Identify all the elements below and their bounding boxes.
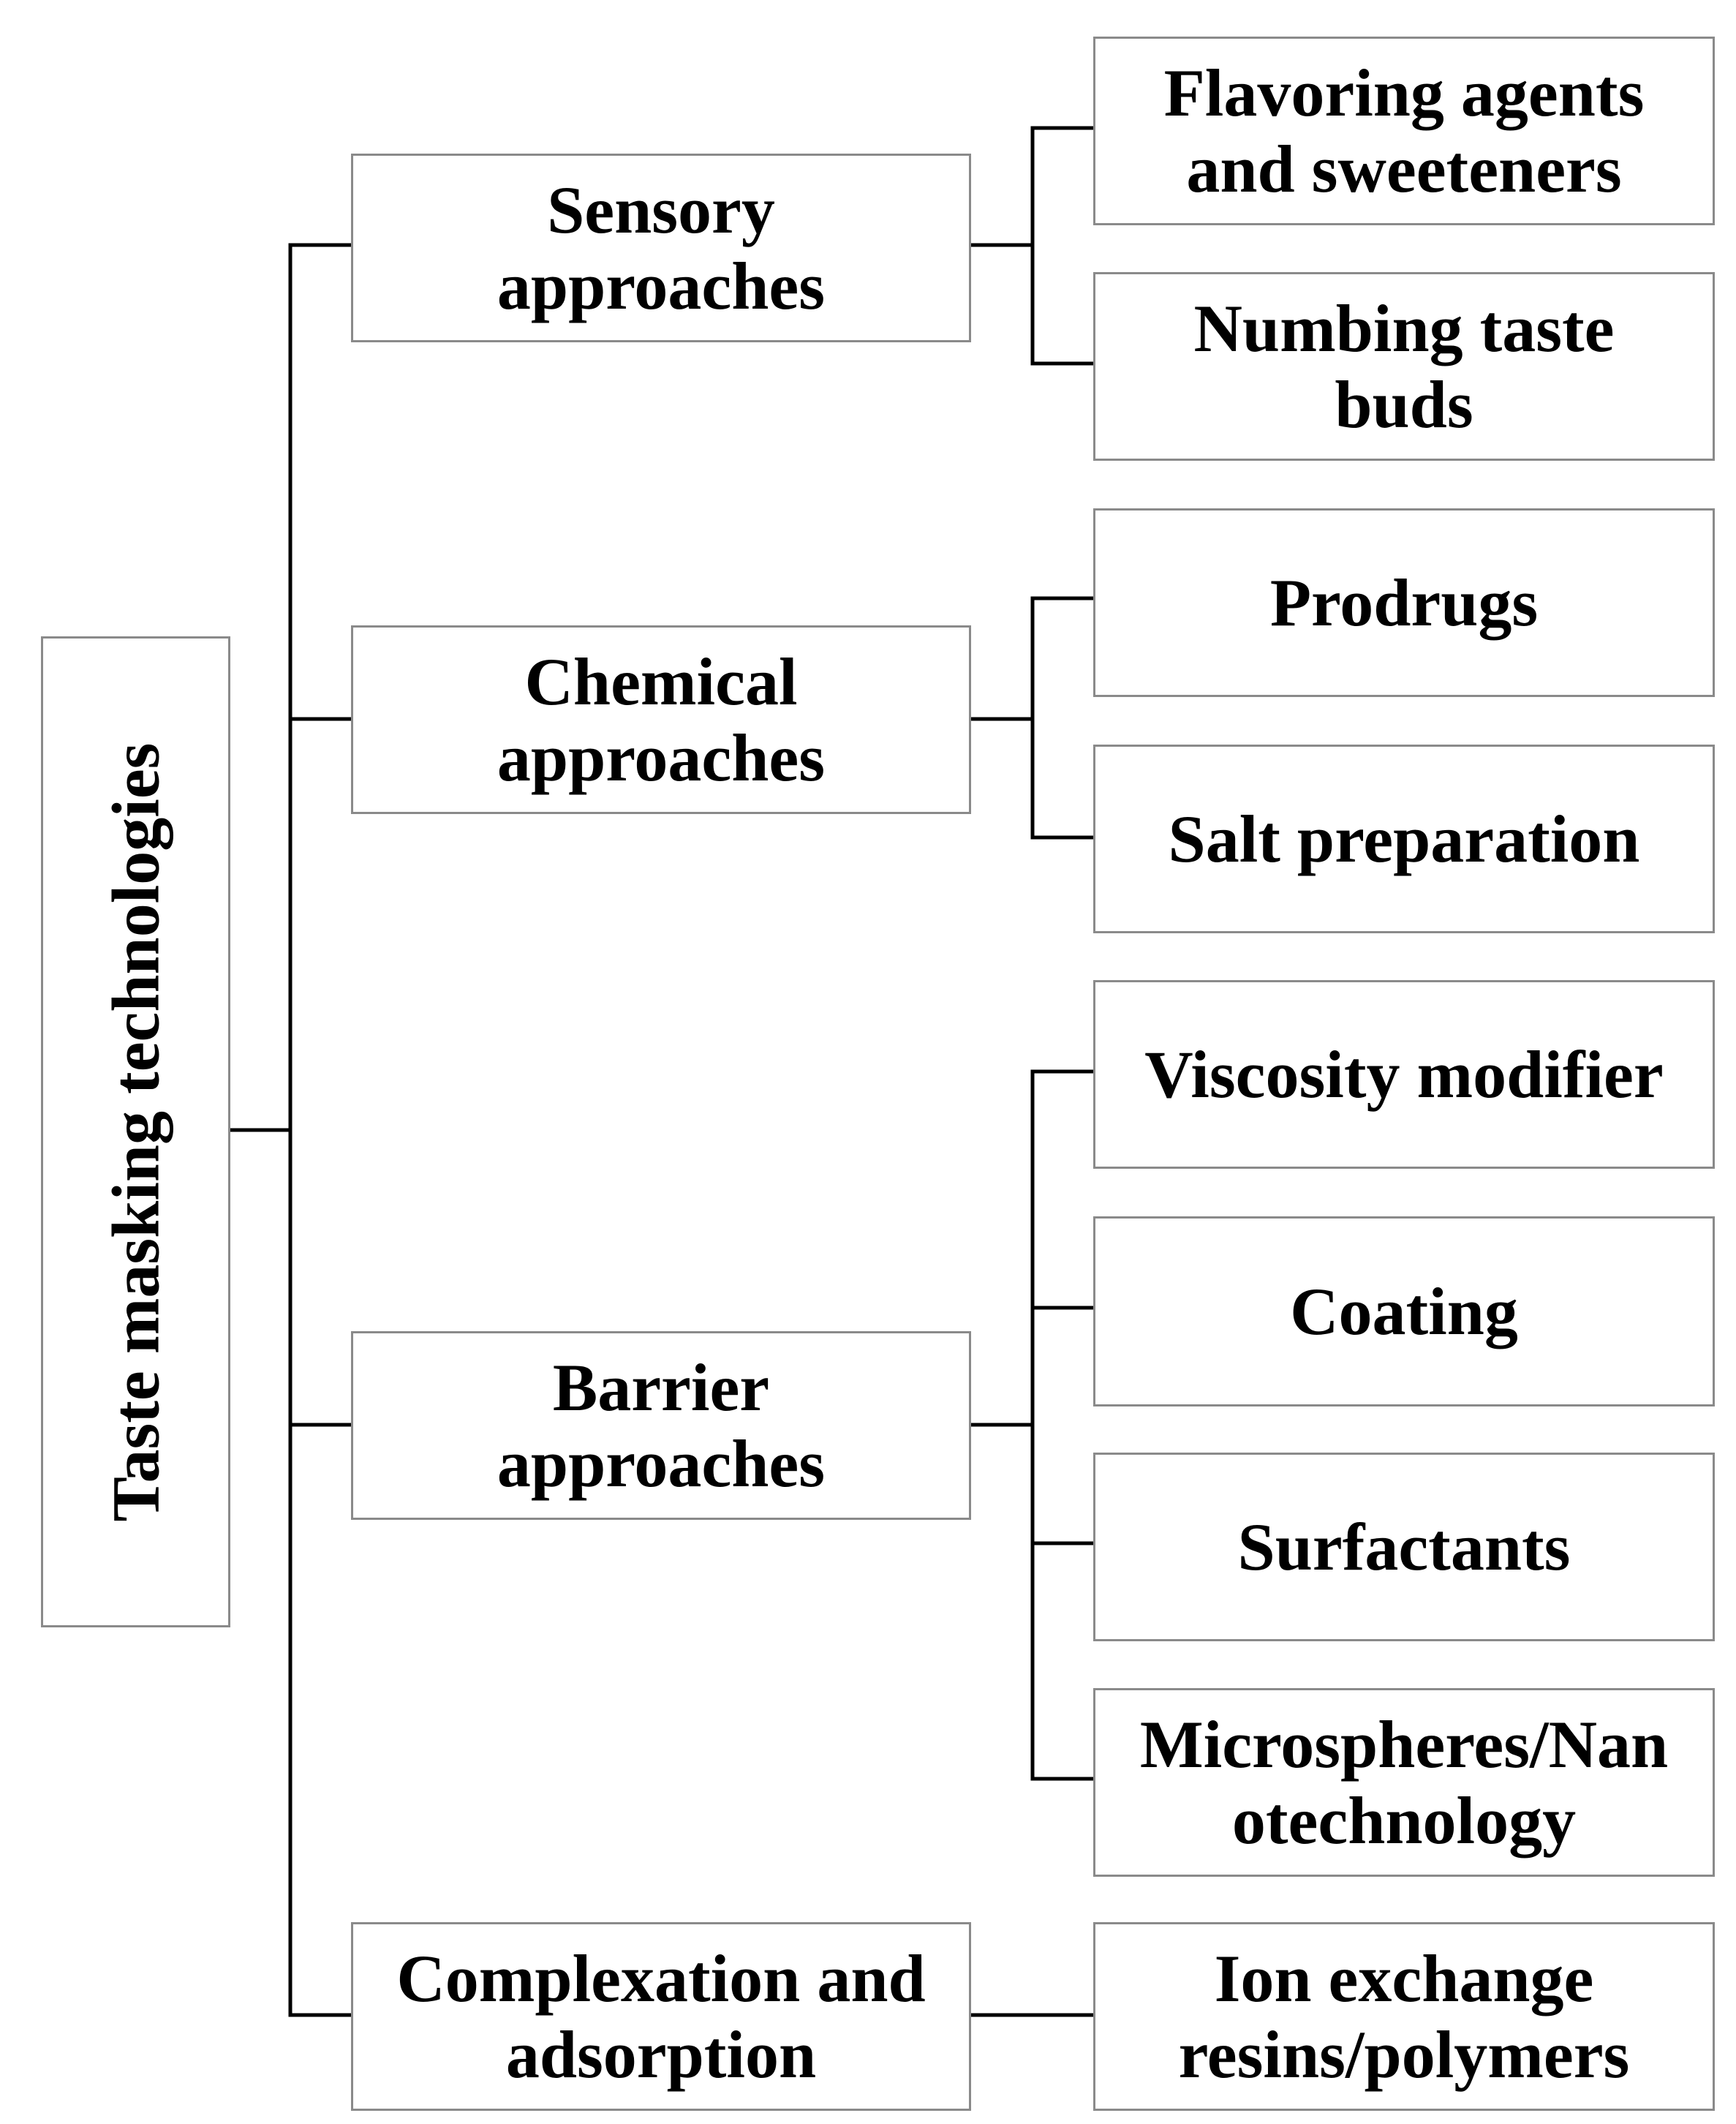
category-sensory-line-2: approaches [497,249,826,323]
leaf-surfactants: Surfactants [1093,1453,1715,1641]
category-complexation-line-1: Complexation and [396,1941,926,2016]
category-sensory-line-1: Sensory [547,173,775,247]
leaf-prodrugs-label: Prodrugs [1269,565,1539,640]
leaf-ion-exchange-line-1: Ion exchange [1214,1941,1594,2016]
root-node: Taste masking technologies [41,636,230,1627]
leaf-salt-preparation: Salt preparation [1093,745,1715,933]
category-barrier: Barrier approaches [351,1331,971,1520]
category-barrier-line-2: approaches [497,1426,826,1501]
category-chemical-line-2: approaches [497,720,826,795]
leaf-ion-exchange-resins: Ion exchange resins/polymers [1093,1922,1715,2111]
leaf-salt-label: Salt preparation [1168,802,1640,876]
leaf-flavoring-line-2: and sweeteners [1186,132,1622,206]
leaf-microspheres-line-1: Microspheres/Nan [1139,1707,1669,1782]
leaf-viscosity-modifier: Viscosity modifier [1093,980,1715,1169]
leaf-numbing-line-1: Numbing taste [1193,291,1615,366]
leaf-surfactants-label: Surfactants [1237,1510,1571,1584]
leaf-viscosity-label: Viscosity modifier [1144,1037,1664,1112]
leaf-prodrugs: Prodrugs [1093,508,1715,697]
leaf-flavoring-agents: Flavoring agents and sweeteners [1093,37,1715,225]
leaf-numbing-taste-buds: Numbing taste buds [1093,272,1715,461]
category-chemical: Chemical approaches [351,625,971,814]
leaf-coating: Coating [1093,1216,1715,1406]
leaf-microspheres-nanotechnology: Microspheres/Nan otechnology [1093,1688,1715,1877]
category-complexation: Complexation and adsorption [351,1922,971,2111]
leaf-ion-exchange-line-2: resins/polymers [1178,2017,1630,2092]
leaf-flavoring-line-1: Flavoring agents [1163,56,1645,130]
category-sensory: Sensory approaches [351,154,971,342]
category-complexation-line-2: adsorption [505,2017,817,2092]
leaf-microspheres-line-2: otechnology [1231,1783,1577,1858]
root-label: Taste masking technologies [98,742,173,1521]
category-chemical-line-1: Chemical [524,644,798,719]
leaf-coating-label: Coating [1290,1274,1518,1349]
leaf-numbing-line-2: buds [1335,367,1473,442]
category-barrier-line-1: Barrier [552,1350,770,1425]
